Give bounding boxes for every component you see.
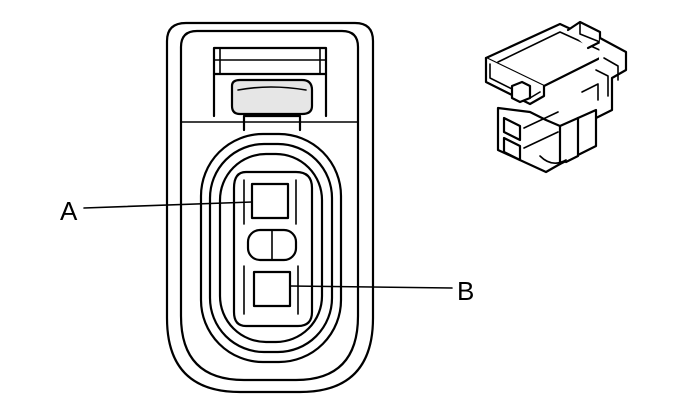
latch-window	[230, 78, 314, 116]
seal-ring-inner	[218, 152, 324, 344]
callout-b: B	[289, 276, 474, 306]
terminal-cavity-b	[252, 270, 292, 308]
iso-side-rib	[594, 36, 628, 120]
connector-housing-inner	[179, 29, 360, 382]
terminal-cavity-a	[250, 182, 290, 220]
seal-ring-middle	[208, 142, 334, 354]
cavity-frame	[232, 170, 314, 328]
connector-isometric-view	[484, 20, 628, 174]
callout-a-label: A	[60, 196, 78, 226]
callout-a-leader	[83, 201, 253, 209]
iso-front-tab	[510, 80, 532, 104]
connector-housing-outer	[165, 21, 375, 394]
latch	[212, 46, 328, 132]
connector-face-view	[165, 21, 375, 394]
iso-lower-wing	[558, 116, 580, 166]
latch-top-bar	[212, 46, 328, 76]
latch-neck	[242, 114, 302, 132]
iso-terminal-opening-1	[502, 116, 522, 142]
callout-a: A	[60, 196, 253, 226]
iso-terminal-opening-2	[502, 136, 522, 162]
callout-b-label: B	[457, 276, 474, 306]
seal-ring-outer	[199, 132, 343, 364]
callout-b-leader	[289, 285, 453, 289]
latch-body	[212, 72, 328, 118]
